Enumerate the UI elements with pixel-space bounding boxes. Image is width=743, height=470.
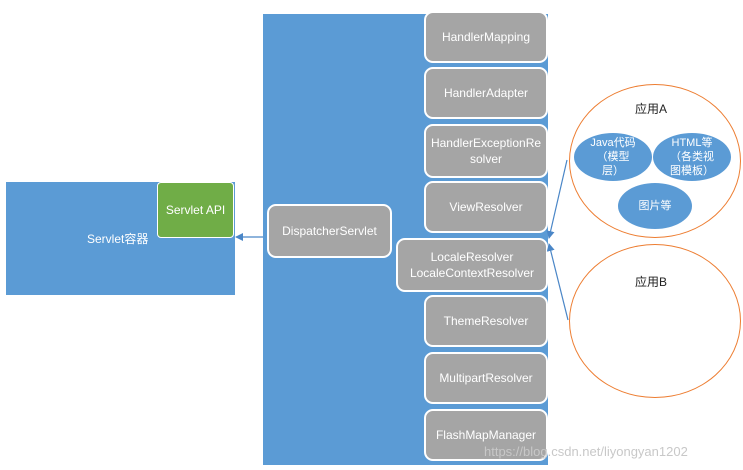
handler-exception-resolver-box: HandlerExceptionRe solver: [424, 124, 548, 178]
handler-mapping-box: HandlerMapping: [424, 11, 548, 63]
dispatcher-servlet-box: DispatcherServlet: [267, 204, 392, 258]
handler-adapter-box: HandlerAdapter: [424, 67, 548, 119]
app-b-to-locale-arrow: [546, 243, 569, 321]
html-template-bubble: HTML等 （各类视 图模板）: [652, 132, 732, 182]
theme-resolver-box: ThemeResolver: [424, 295, 548, 347]
multipart-resolver-box: MultipartResolver: [424, 352, 548, 404]
watermark: https://blog.csdn.net/liyongyan1202: [484, 444, 688, 459]
images-bubble: 图片等: [617, 182, 693, 230]
flashmap-manager-box: FlashMapManager: [424, 409, 548, 461]
servlet-container-label: Servlet容器: [87, 232, 149, 246]
java-code-bubble: Java代码 （模型 层）: [573, 132, 653, 182]
app-b-circle: [569, 244, 741, 398]
app-a-to-locale-arrow: [546, 159, 568, 239]
view-resolver-box: ViewResolver: [424, 181, 548, 233]
servlet-api-box: Servlet API: [157, 182, 234, 238]
app-a-label: 应用A: [635, 102, 668, 116]
app-b-label: 应用B: [635, 275, 668, 289]
locale-resolver-box: LocaleResolver LocaleContextResolver: [396, 238, 548, 292]
